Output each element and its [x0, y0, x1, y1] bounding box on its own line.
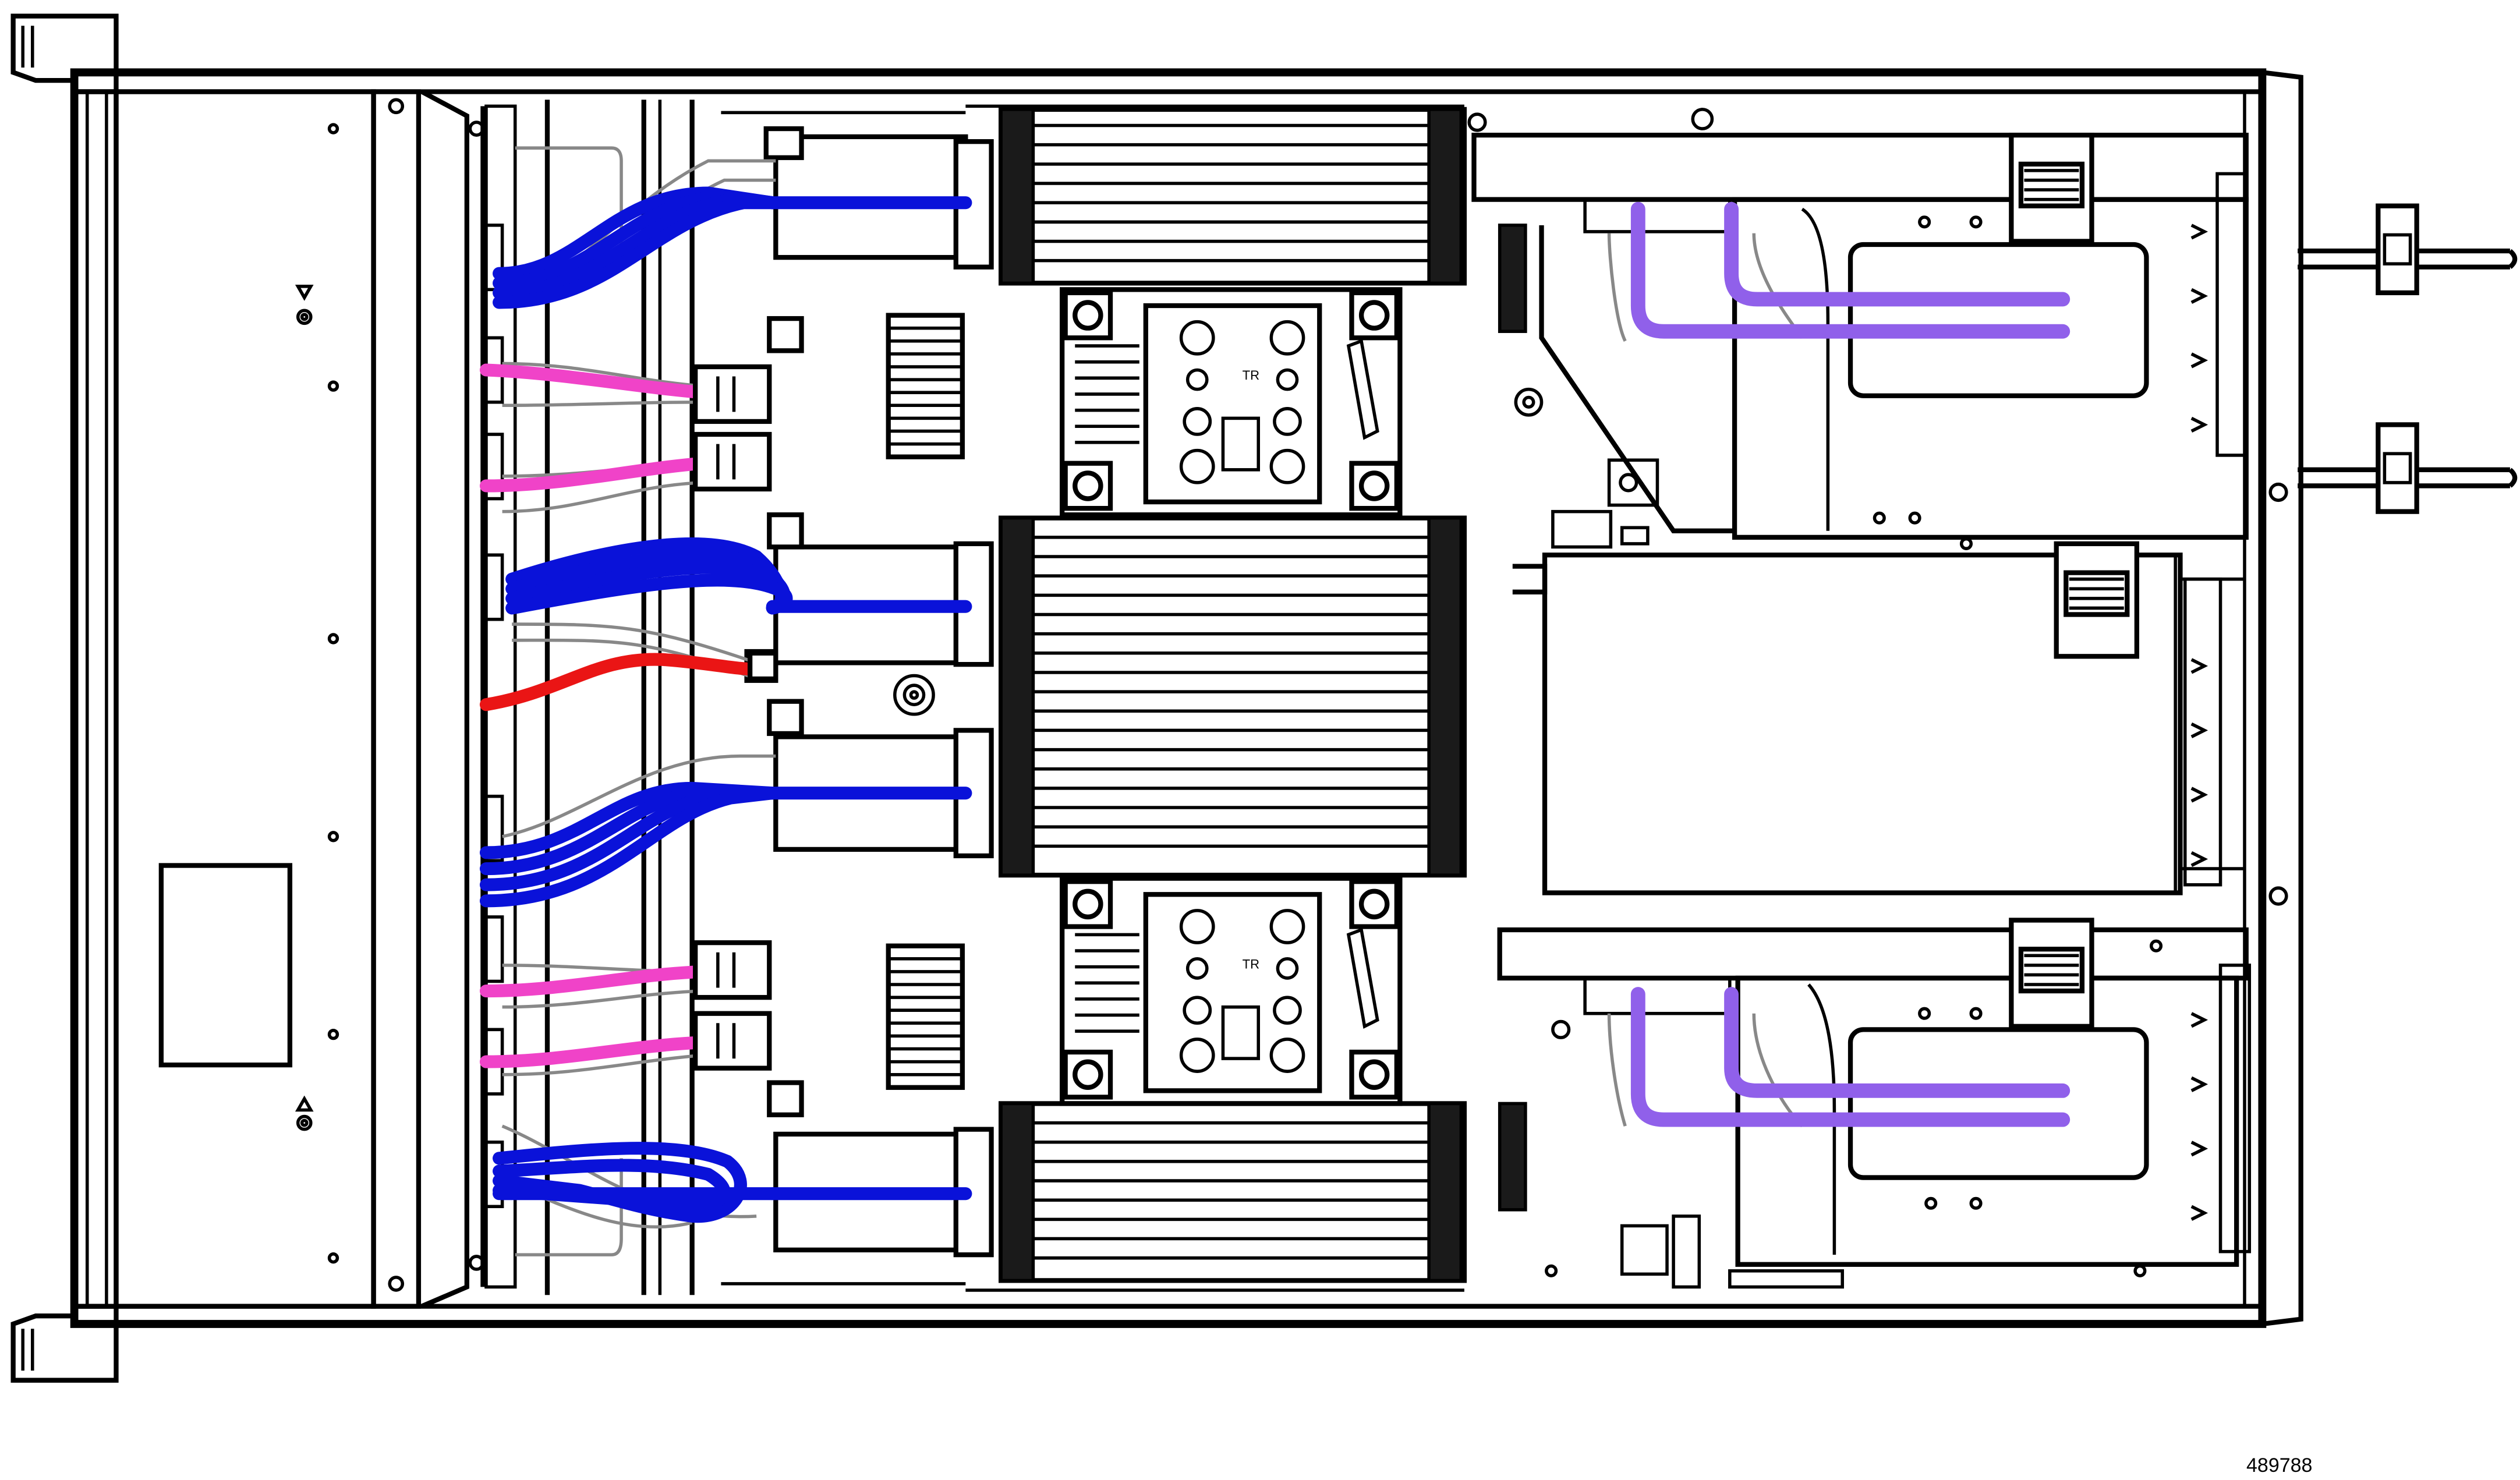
cpu-2-torque-screws [1179, 909, 1305, 1073]
blue-cable-group-2 [505, 537, 972, 615]
cpu-1-corner-screws [1063, 290, 1400, 511]
pink-cable-group-1 [479, 363, 709, 493]
pink-cable-group-2 [479, 965, 709, 1068]
cpu-1-heatsink: TR [1060, 287, 1403, 518]
blue-cable-group-1 [493, 186, 972, 309]
front-bezel [72, 89, 119, 1309]
dimm-bank-2 [999, 515, 1467, 878]
rear-latch-top [2298, 203, 2518, 296]
triangle-up-icon [295, 1095, 314, 1112]
triangle-down-icon [295, 285, 314, 301]
front-rack-ear-bottom [10, 1304, 119, 1383]
rear-screws-icon [1467, 108, 2288, 1277]
blue-cable-group-4 [493, 1142, 972, 1223]
purple-cable-top [1630, 201, 2070, 339]
rear-top-riser-cage [1471, 132, 2249, 549]
cpu-2-heatsink: TR [1060, 876, 1403, 1106]
cpu-2-torque-label: TR [1243, 957, 1259, 971]
cpu-1-torque-screws [1179, 320, 1305, 484]
rear-latch-bottom [2298, 422, 2518, 514]
rear-pcie-brackets [2183, 172, 2252, 1254]
air-duct-divider [641, 100, 1464, 1295]
dimm-bank-3 [999, 1101, 1467, 1283]
drive-cage-screws [296, 98, 485, 1292]
front-rack-ear-top [10, 13, 119, 94]
blue-cable-group-3 [479, 781, 972, 908]
dimm-bank-1 [999, 107, 1467, 286]
standoff-screw-icon [893, 674, 935, 716]
chipset-heatsink-bottom [886, 943, 965, 1090]
red-cable [479, 653, 763, 711]
mb-connector-blocks [744, 126, 994, 1258]
drive-cage [114, 89, 485, 1309]
mb-cable-connectors [693, 364, 778, 1071]
rear-middle-bay [1512, 541, 2245, 895]
cpu-1-torque-label: TR [1243, 368, 1259, 383]
rear-bottom-riser-cage [1497, 918, 2249, 1289]
figure-id-label: 489788 [2246, 1454, 2313, 1477]
cpu-2-corner-screws [1063, 879, 1400, 1100]
purple-cable-bottom [1630, 987, 2070, 1127]
chipset-heatsink-top [886, 313, 965, 459]
drive-cage-label-plate [158, 863, 293, 1068]
